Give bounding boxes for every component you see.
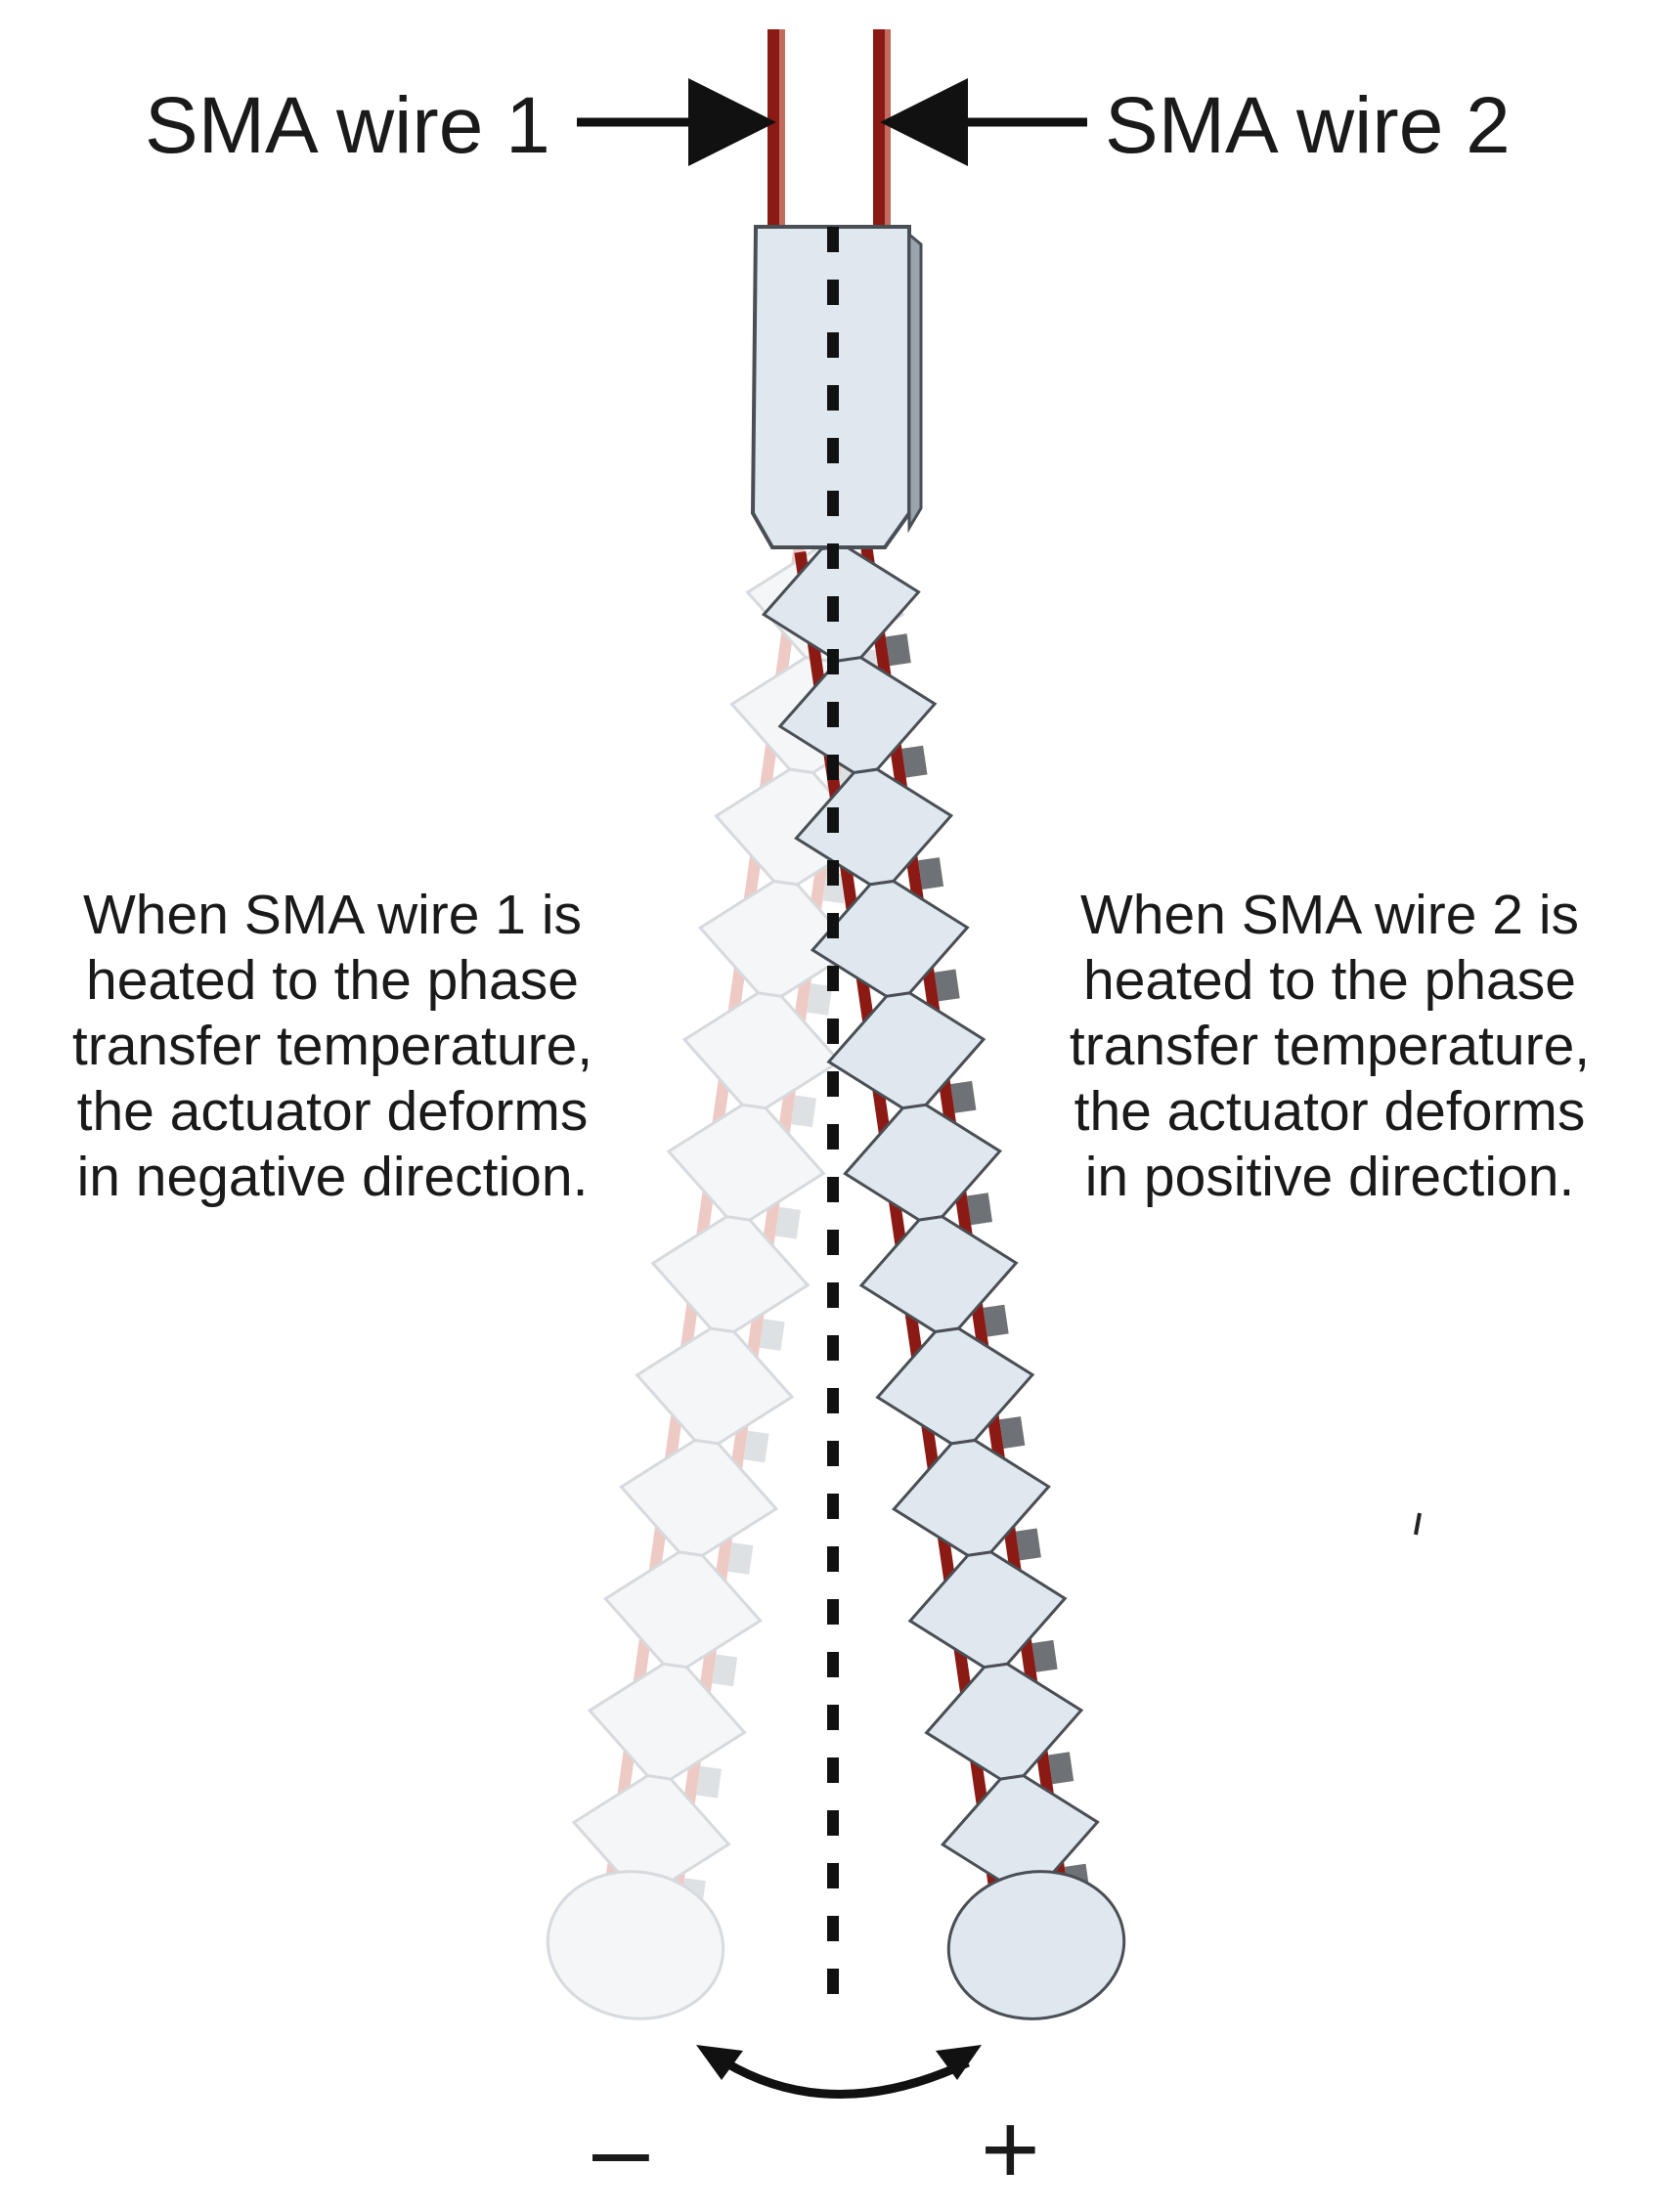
main-actuator-joint xyxy=(885,633,911,667)
desc-left-line: in negative direction. xyxy=(76,1146,589,1208)
desc-right-line: the actuator deforms xyxy=(1074,1080,1586,1143)
ghost-actuator-tip xyxy=(546,1870,725,2020)
negative-deformed-actuator xyxy=(546,542,905,2020)
ghost-actuator-joint xyxy=(727,1542,754,1575)
base-block-side xyxy=(907,231,923,534)
ghost-actuator-joint xyxy=(743,1430,769,1463)
negative-direction-sign: – xyxy=(592,2093,649,2206)
desc-right-line: When SMA wire 2 is xyxy=(1080,884,1579,946)
main-actuator-joint xyxy=(901,745,928,778)
main-actuator-joint xyxy=(934,969,960,1002)
sma-wire-2 xyxy=(873,29,885,239)
desc-left-line: When SMA wire 1 is xyxy=(83,884,582,946)
sma-wire-2-shadow xyxy=(885,29,891,239)
desc-right-line: in positive direction. xyxy=(1084,1146,1575,1208)
negative-direction-description: When SMA wire 1 is heated to the phase t… xyxy=(20,883,645,1210)
sma-wire-1 xyxy=(767,29,779,239)
ghost-actuator-joint xyxy=(712,1654,738,1687)
desc-left-line: transfer temperature, xyxy=(71,1015,593,1077)
desc-left-line: the actuator deforms xyxy=(76,1080,589,1143)
desc-left-line: heated to the phase xyxy=(86,949,579,1012)
main-actuator-joint xyxy=(1031,1639,1058,1672)
main-actuator-joint xyxy=(1015,1528,1041,1561)
positive-direction-sign: + xyxy=(981,2093,1040,2206)
stray-mark xyxy=(1414,1512,1422,1536)
main-actuator-joint xyxy=(999,1416,1026,1449)
main-actuator-joint xyxy=(950,1080,977,1113)
sma-wire-1-shadow xyxy=(779,29,785,239)
arc-right-arrowhead xyxy=(936,2045,982,2080)
ghost-actuator-joint xyxy=(807,983,833,1016)
positive-deformed-actuator xyxy=(761,542,1126,2020)
ghost-actuator-joint xyxy=(696,1765,723,1799)
main-actuator-joint xyxy=(983,1304,1009,1337)
main-actuator-joint xyxy=(1048,1752,1074,1785)
arc-left-arrowhead xyxy=(696,2045,743,2080)
desc-right-line: heated to the phase xyxy=(1083,949,1576,1012)
sma-wire-1-label: SMA wire 1 xyxy=(145,81,550,170)
bending-direction-arc xyxy=(723,2058,970,2099)
desc-right-line: transfer temperature, xyxy=(1069,1015,1591,1077)
main-actuator-joint xyxy=(966,1193,992,1226)
ghost-actuator-joint xyxy=(759,1319,785,1351)
main-actuator-joint xyxy=(918,857,944,889)
ghost-actuator-joint xyxy=(791,1095,816,1128)
ghost-actuator-wire-2 xyxy=(604,542,807,1884)
positive-direction-description: When SMA wire 2 is heated to the phase t… xyxy=(1017,883,1643,1210)
main-actuator-tip xyxy=(946,1870,1126,2020)
main-actuator-wire-1 xyxy=(859,542,1067,1884)
sma-wire-2-label: SMA wire 2 xyxy=(1105,81,1511,170)
ghost-actuator-joint xyxy=(774,1206,801,1239)
